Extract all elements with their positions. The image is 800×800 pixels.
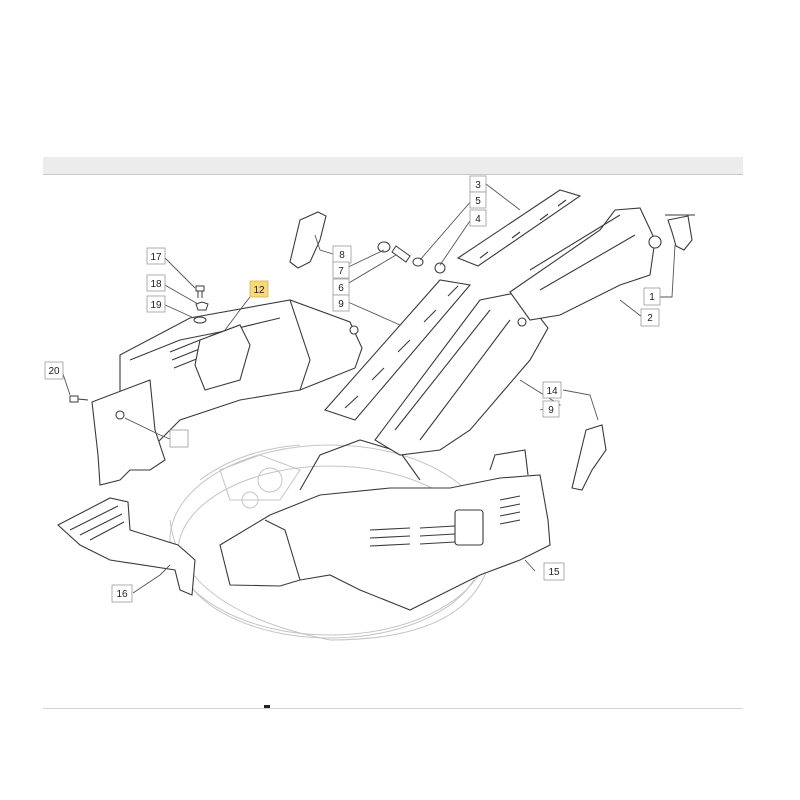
callout-8[interactable]: 9 [332, 294, 350, 312]
part-19-screw [69, 395, 89, 403]
callout-12-label: 12 [253, 285, 265, 296]
callout-18-label: 19 [150, 300, 162, 311]
callout-12[interactable]: 12 [249, 280, 269, 298]
callout-14[interactable]: 15 [543, 562, 565, 581]
callout-14-label: 15 [548, 567, 560, 578]
callout-15-label: 16 [116, 589, 128, 600]
part-11-bracket [289, 211, 327, 269]
part-15-deflector [57, 497, 196, 596]
callout-18[interactable]: 19 [146, 295, 166, 313]
callout-2[interactable]: 2 [640, 308, 660, 327]
callout-13[interactable]: 14 [542, 381, 562, 399]
part-17-nut [195, 301, 209, 311]
callout-13-label: 14 [546, 386, 558, 397]
callout-19-label: 20 [48, 366, 60, 377]
callout-3[interactable]: 3 [469, 175, 487, 193]
part-7-bushing [377, 241, 391, 253]
part-4-nut [434, 262, 446, 274]
callout-1-label: 1 [649, 292, 655, 303]
callout-16-label: 17 [150, 252, 162, 263]
part-14-rear-housing [219, 439, 551, 611]
part-2-tube [509, 207, 662, 321]
callout-3-label: 3 [475, 180, 481, 191]
callout-20[interactable] [169, 429, 189, 448]
callout-19[interactable]: 20 [44, 361, 64, 380]
part-9-chute [374, 291, 549, 456]
callout-6[interactable]: 6 [332, 278, 350, 296]
footer-divider [43, 708, 743, 709]
callout-2-label: 2 [647, 313, 653, 324]
header-band [43, 157, 743, 174]
callout-4[interactable]: 4 [469, 209, 487, 227]
callout-8-label: 9 [338, 299, 344, 310]
part-12-guard-panel [194, 324, 251, 391]
callout-4-label: 4 [475, 214, 481, 225]
part-bracket-plate [91, 379, 166, 486]
callouts: 1 2 3 5 4 8 7 6 9 12 17 18 19 20 14 9 15… [44, 175, 661, 603]
header-divider [43, 174, 743, 175]
callout-9[interactable]: 9 [542, 400, 560, 418]
callout-1[interactable]: 1 [643, 287, 661, 306]
callout-5[interactable]: 5 [469, 191, 487, 209]
callout-16[interactable]: 17 [146, 247, 166, 265]
part-5-washer [412, 257, 424, 267]
vent-slots-14 [369, 495, 521, 547]
callout-7[interactable]: 7 [332, 261, 350, 279]
part-18-washer [193, 316, 207, 324]
part-6-spacer [391, 245, 411, 263]
callout-9-label: 9 [548, 405, 554, 416]
part-1-clip [665, 214, 695, 251]
part-13-bracket [571, 424, 607, 491]
callout-6-label: 6 [338, 283, 344, 294]
part-3-strip [456, 189, 582, 267]
callout-7-label: 7 [338, 266, 344, 277]
callout-11[interactable]: 8 [332, 245, 352, 264]
part-16-bolt [195, 285, 205, 298]
footer-marker [264, 705, 270, 708]
callout-17-label: 18 [150, 279, 162, 290]
callout-11-label: 8 [339, 250, 345, 261]
callout-17[interactable]: 18 [146, 274, 166, 292]
part-8-strip [324, 279, 472, 421]
callout-15[interactable]: 16 [111, 584, 133, 603]
callout-5-label: 5 [475, 196, 481, 207]
